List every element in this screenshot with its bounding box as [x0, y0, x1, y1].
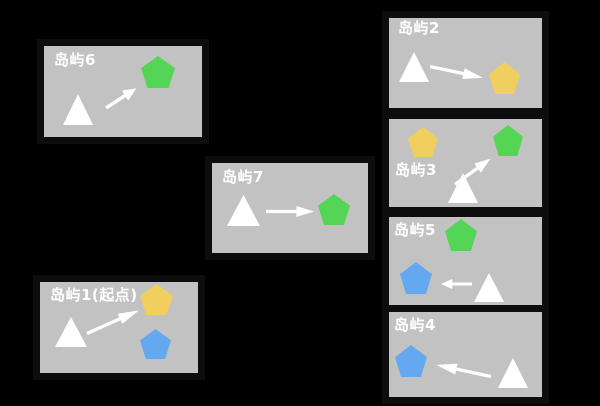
island-label: 岛屿7: [222, 168, 264, 186]
island-6-card: 岛屿6: [37, 39, 209, 144]
yellow-pentagon-icon: [140, 284, 173, 315]
island-label: 岛屿4: [394, 316, 436, 334]
arrow-icon: [102, 83, 140, 114]
arrow-icon: [84, 304, 141, 339]
island-label: 岛屿3: [395, 161, 437, 179]
arrow-icon: [429, 60, 485, 84]
island-5-card: 岛屿5: [382, 210, 549, 315]
blue-pentagon-icon: [140, 329, 171, 359]
island-3-card: 岛屿3: [382, 112, 549, 214]
triangle-icon: [399, 52, 429, 82]
green-pentagon-icon: [318, 194, 350, 225]
island-4-card: 岛屿4: [382, 305, 549, 404]
arrow-icon: [441, 278, 472, 290]
island-label: 岛屿5: [394, 221, 436, 239]
yellow-pentagon-icon: [408, 127, 438, 157]
island-label: 岛屿1(起点): [50, 286, 138, 304]
island-2-card: 岛屿2: [382, 11, 549, 115]
blue-pentagon-icon: [395, 345, 427, 377]
triangle-icon: [63, 94, 93, 125]
triangle-icon: [227, 195, 260, 226]
island-label: 岛屿6: [54, 51, 96, 69]
triangle-icon: [55, 317, 87, 347]
triangle-icon: [474, 273, 504, 302]
green-pentagon-icon: [141, 56, 175, 88]
arrow-icon: [451, 153, 494, 189]
yellow-pentagon-icon: [489, 62, 520, 94]
island-label: 岛屿2: [398, 19, 440, 37]
triangle-icon: [498, 358, 528, 388]
island-1-start-card: 岛屿1(起点): [33, 275, 205, 380]
arrow-icon: [435, 358, 492, 382]
arrow-icon: [266, 205, 314, 218]
green-pentagon-icon: [445, 219, 477, 251]
island-7-card: 岛屿7: [205, 156, 375, 260]
blue-pentagon-icon: [400, 262, 432, 294]
green-pentagon-icon: [493, 125, 523, 156]
